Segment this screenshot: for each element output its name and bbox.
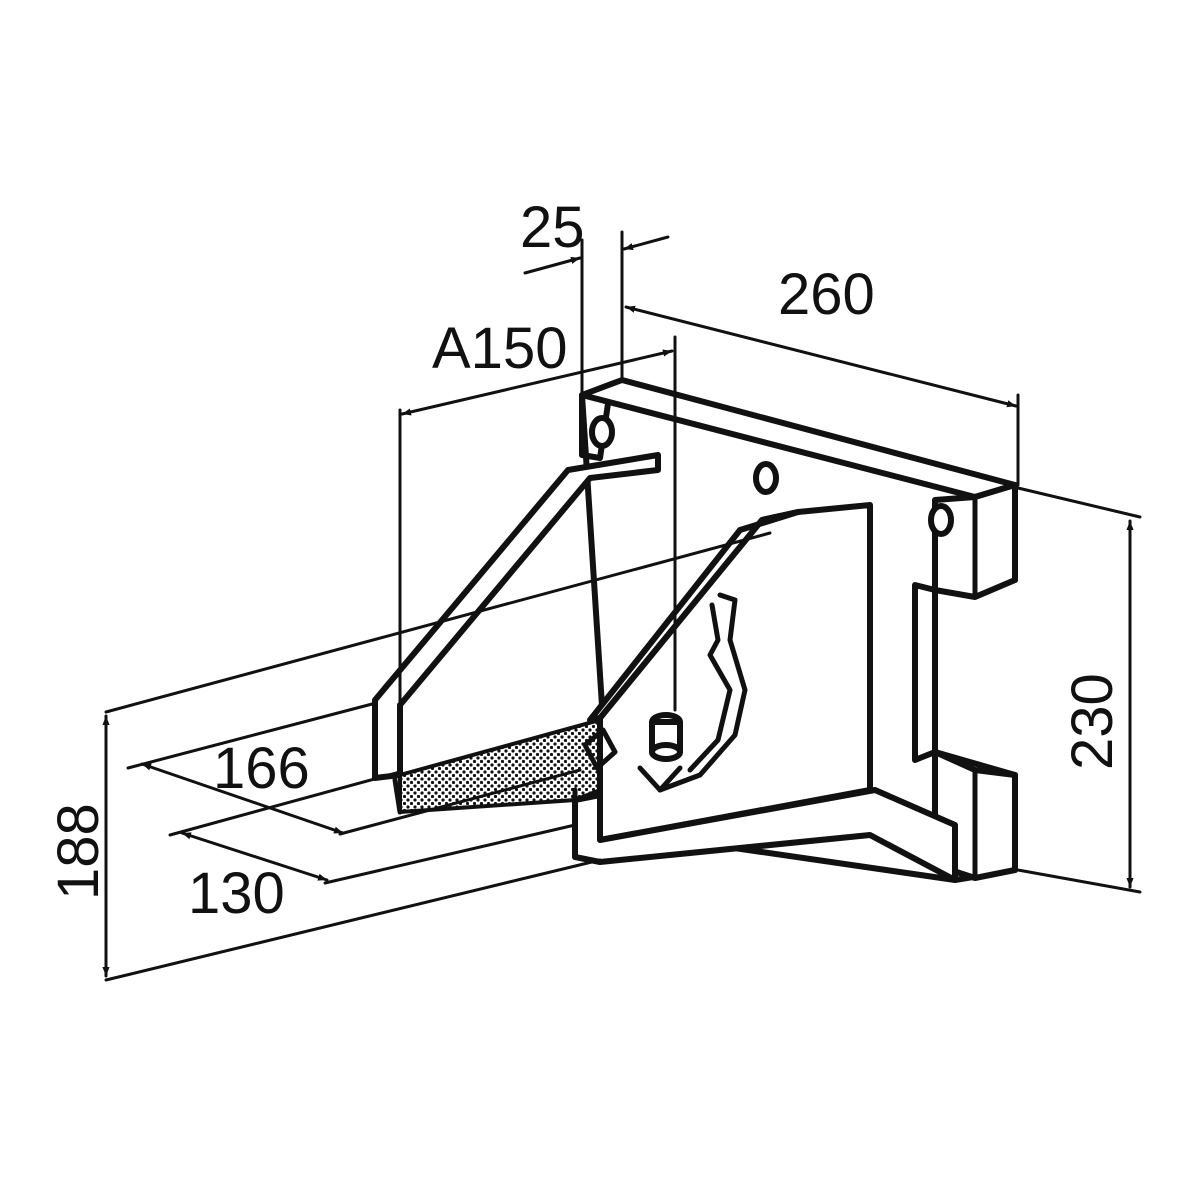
dimension-overall-height: 188 (46, 803, 111, 900)
base-bar (572, 787, 958, 883)
bolt-icon (649, 712, 683, 762)
hole-icon (928, 503, 954, 537)
hole-icon (753, 461, 779, 495)
front-gusset (582, 502, 873, 843)
hole-icon (589, 415, 615, 449)
dimension-thickness: 25 (520, 195, 585, 260)
dimension-spacing: A150 (432, 316, 567, 381)
dimension-depth-inner: 130 (188, 861, 285, 926)
dimension-depth-outer: 166 (213, 736, 310, 801)
dimension-plate-height: 230 (1060, 673, 1125, 770)
dimension-lines (102, 230, 1142, 982)
dimension-length: 260 (778, 262, 875, 327)
